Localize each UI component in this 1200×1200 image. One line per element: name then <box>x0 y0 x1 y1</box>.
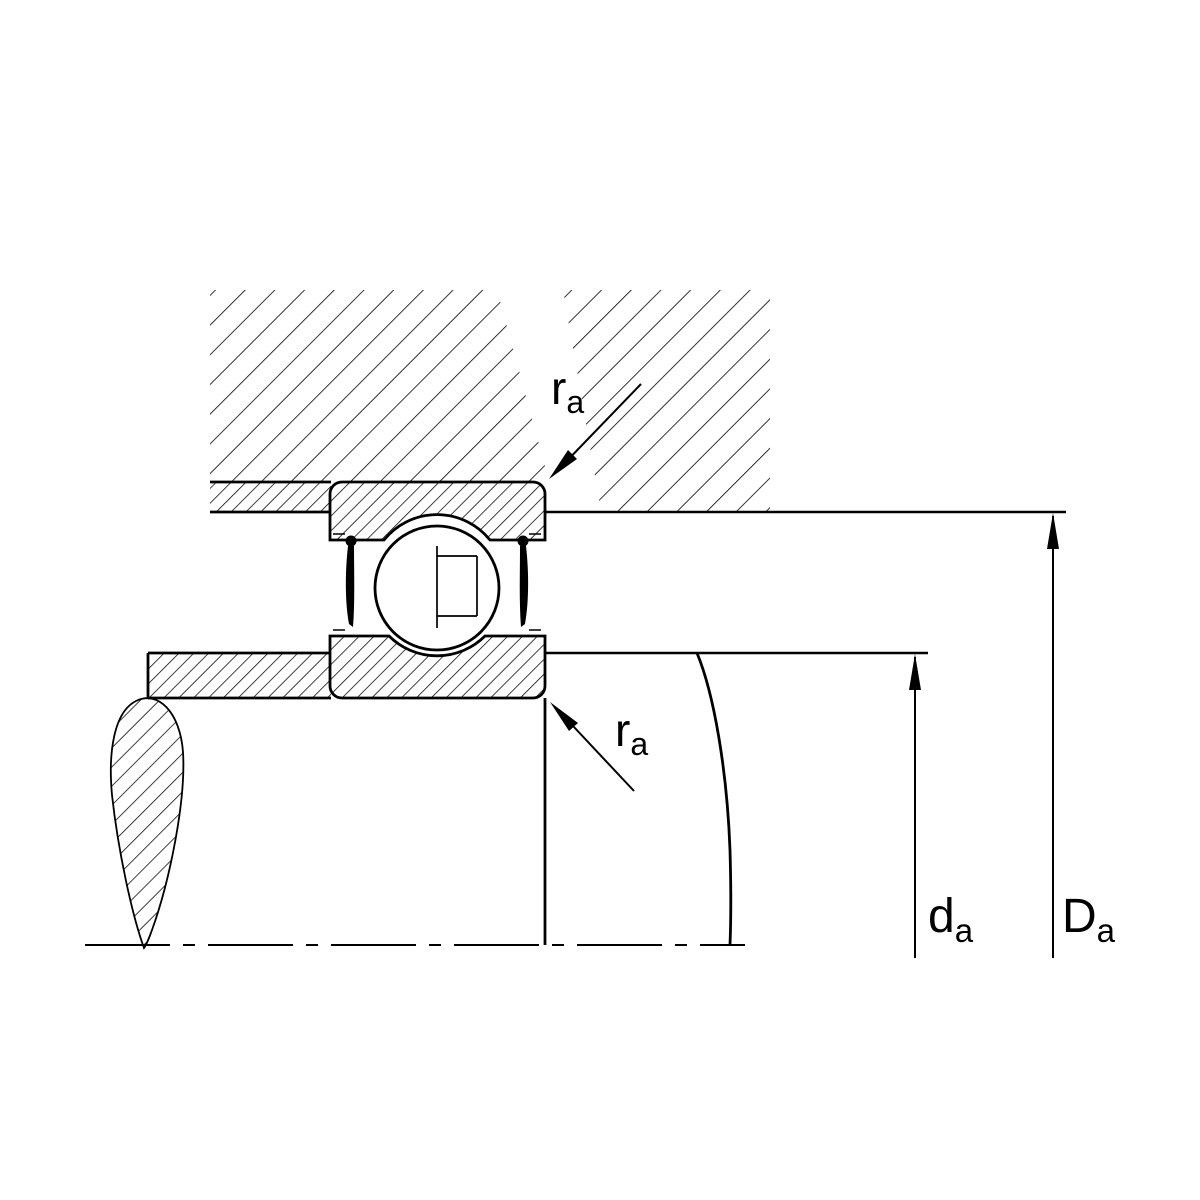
dimension-Da: Da <box>1047 513 1116 958</box>
seal-right <box>517 535 529 627</box>
dimension-da: da <box>909 654 974 958</box>
seal-left <box>345 535 357 627</box>
inner-ring <box>328 634 547 700</box>
da-label: da <box>928 890 974 949</box>
bearing <box>328 480 547 700</box>
housing-hatch-left <box>210 290 549 481</box>
ra-arrow-bottom-icon <box>550 702 578 731</box>
housing-section <box>210 290 1066 514</box>
housing-hatch-right <box>563 290 770 511</box>
cage <box>436 546 478 628</box>
fillet-callout-top: ra <box>549 362 642 479</box>
ra-leader-top <box>559 383 642 469</box>
ra-label-top: ra <box>551 362 584 420</box>
shaft-contour-curve <box>695 652 733 946</box>
da-arrow-icon <box>909 654 921 690</box>
ra-label-bottom: ra <box>615 704 648 762</box>
housing-shoulder-left-hatch <box>210 483 331 511</box>
outer-ring <box>328 480 547 542</box>
Da-label: Da <box>1062 890 1116 949</box>
ra-arrow-top-icon <box>549 450 577 479</box>
Da-arrow-icon <box>1047 513 1059 549</box>
shaft-section <box>85 651 928 950</box>
fillet-callout-bottom: ra <box>550 702 648 792</box>
shaft-shoulder-left-hatch <box>149 654 331 697</box>
shaft-broken-out-section <box>109 697 185 950</box>
